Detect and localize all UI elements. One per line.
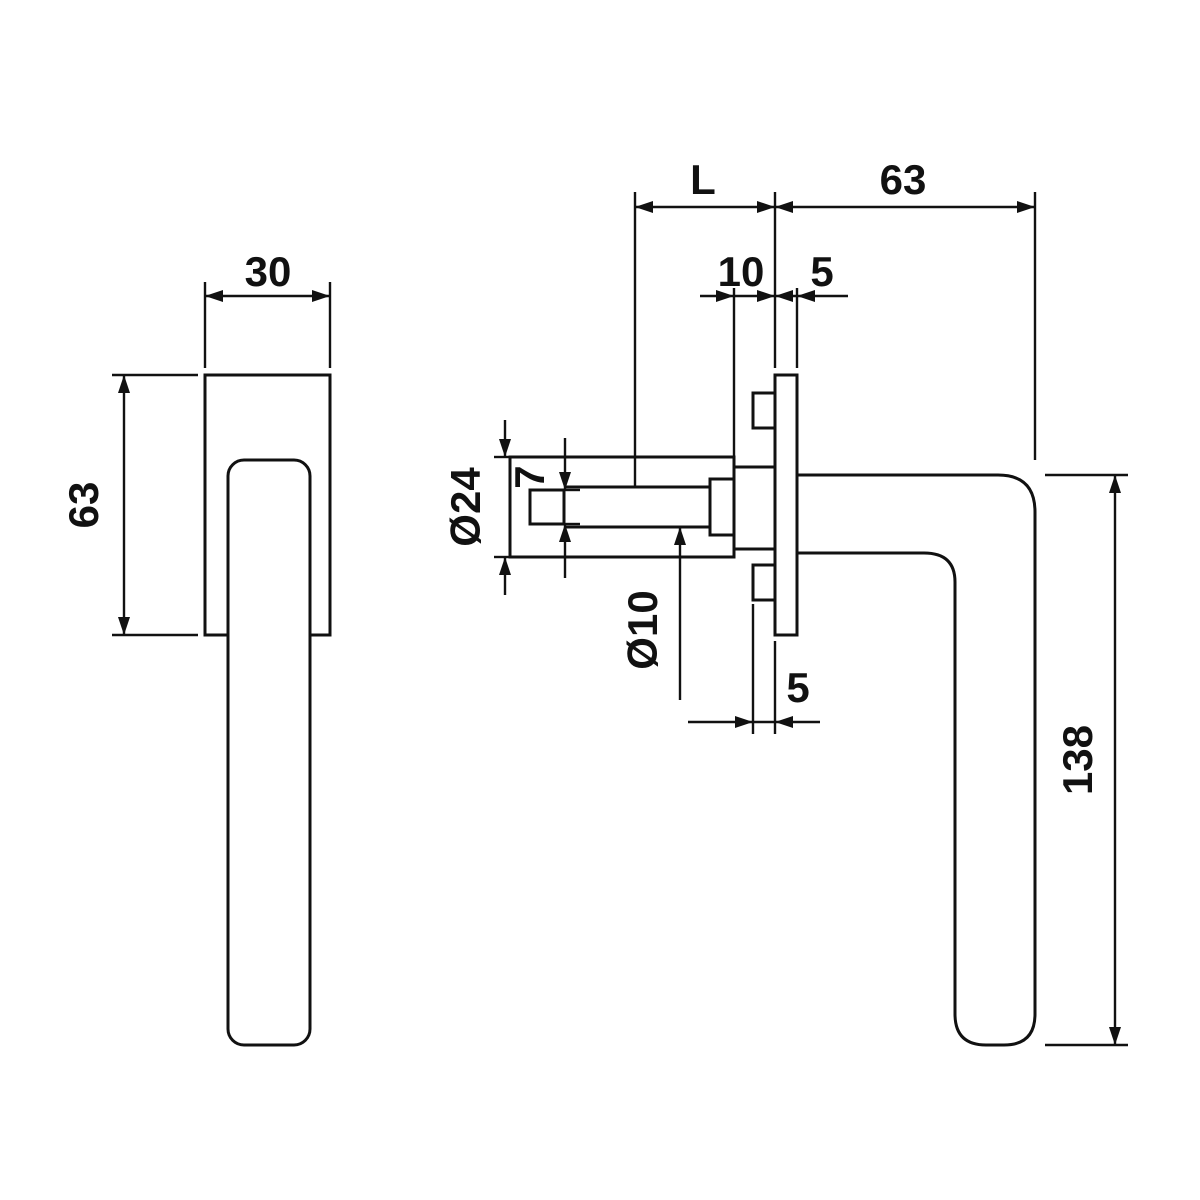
dim-label-handle-depth: 63 [880,156,927,203]
arrowhead [1017,201,1035,213]
arrowhead [635,201,653,213]
arrowhead [499,557,511,575]
arrowhead [118,617,130,635]
shaft-step [708,477,736,537]
rosette-side [773,373,799,637]
arrowhead [499,439,511,457]
dim-label-shaft-diameter: Ø10 [619,590,666,669]
dim-shaft-diameter: Ø10 [619,527,686,700]
dim-label-neck-diameter: Ø24 [442,467,489,547]
dim-handle-depth: 63 [775,156,1037,460]
dim-label-spindle-length: L [690,156,716,203]
clip-bottom [751,563,777,602]
front-view [203,373,332,1047]
dim-label-front-height: 63 [60,482,107,529]
dim-clip-width: 5 [688,604,820,734]
dim-spindle-length: L [633,156,777,486]
dim-label-rosette-thickness: 5 [810,248,833,295]
dim-label-hub-length: 10 [718,248,765,295]
arrowhead [716,290,734,302]
dim-label-clip-width: 5 [786,664,809,711]
arrowhead [1109,475,1121,493]
hub-collar [732,465,777,551]
dim-handle-height: 138 [1045,473,1128,1047]
dim-label-handle-height: 138 [1054,725,1101,795]
clip-top [751,391,777,430]
arrowhead [797,290,815,302]
spindle-square [528,488,566,526]
arrowhead [775,290,793,302]
dim-label-square-size: 7 [506,465,553,488]
dim-label-front-width: 30 [245,248,292,295]
arrowhead [559,472,571,490]
arrowhead [559,524,571,542]
arrowhead [1109,1027,1121,1045]
arrowhead [757,290,775,302]
arrowhead [312,290,330,302]
dim-neck-diameter: Ø24 [442,420,511,595]
handle-grip-front [226,458,312,1047]
arrowhead [775,201,793,213]
dim-square-size: 7 [506,438,580,578]
handle-arm-side [795,473,1037,1047]
arrowhead [118,375,130,393]
arrowhead [757,201,775,213]
arrowhead [205,290,223,302]
dim-front-height: 63 [60,373,198,637]
arrowhead [674,527,686,545]
dim-hub-and-rosette: 10 5 [700,248,848,460]
dim-front-width: 30 [203,248,332,368]
side-view [508,373,1037,1047]
arrowhead [775,716,793,728]
arrowhead [735,716,753,728]
